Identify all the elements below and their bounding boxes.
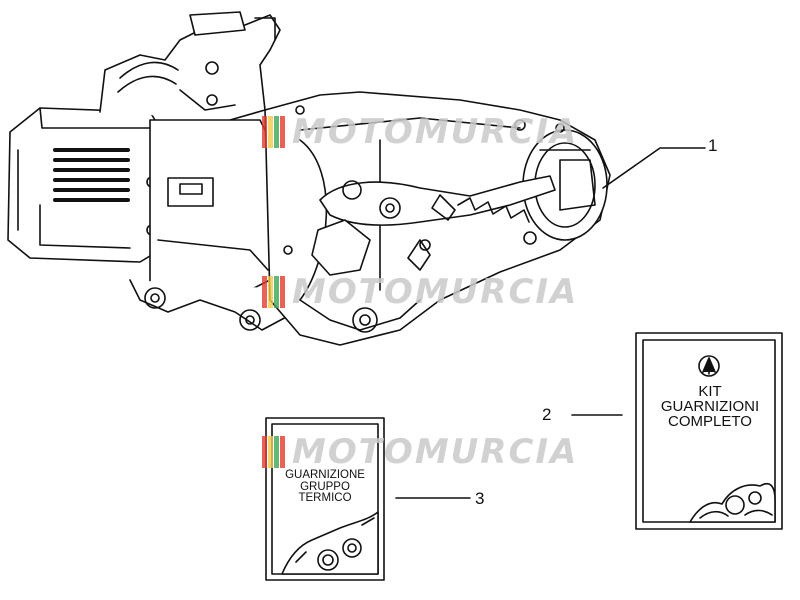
kit-complete-label: KIT GUARNIZIONI COMPLETO — [645, 384, 775, 429]
kit-complete-line3: COMPLETO — [668, 413, 752, 430]
watermark-text: MOTOMURCIA — [292, 272, 579, 312]
piaggio-logo-icon — [698, 355, 720, 377]
callout-2: 2 — [542, 405, 552, 424]
gasket-kit-complete — [635, 332, 783, 530]
watermark-text: MOTOMURCIA — [292, 112, 579, 152]
engine-assembly — [7, 11, 611, 346]
callout-1: 1 — [708, 136, 718, 155]
kit-cylinder-line3: TERMICO — [298, 492, 352, 504]
kit-cylinder-label: GUARNIZIONE GRUPPO TERMICO — [272, 469, 378, 505]
kit-cylinder-line2: GRUPPO — [300, 480, 350, 493]
kit-complete-line2: GUARNIZIONI — [660, 398, 760, 415]
watermark-stripes-icon — [262, 276, 290, 308]
gasket-kit-cylinder — [265, 417, 385, 581]
watermark-stripes-icon — [262, 116, 290, 148]
leader-line-1 — [602, 147, 706, 189]
kit-cylinder-line1: GUARNIZIONE — [285, 469, 365, 481]
watermark-stripes-icon — [262, 436, 290, 468]
watermark-text: MOTOMURCIA — [292, 432, 579, 472]
callout-3: 3 — [475, 489, 485, 508]
kit-complete-line1: KIT — [698, 383, 722, 400]
